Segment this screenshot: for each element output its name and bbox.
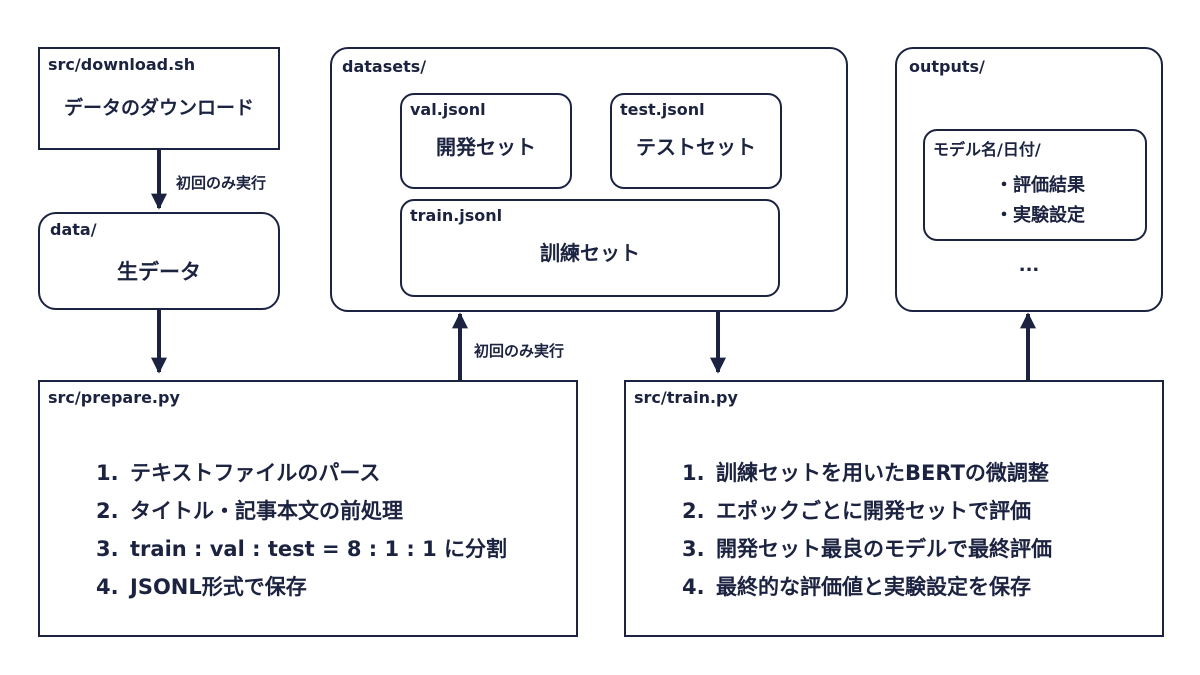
prepare-step-text: テキストファイルのパース xyxy=(130,461,381,485)
outputs-dir-path: outputs/ xyxy=(909,57,985,76)
prepare-step-text: JSONL形式で保存 xyxy=(130,575,307,599)
prepare-step-text: タイトル・記事本文の前処理 xyxy=(130,499,403,523)
model-date-dir-box: モデル名/日付/ ・評価結果 ・実験設定 xyxy=(923,129,1147,241)
model-date-dir-path: モデル名/日付/ xyxy=(933,140,1041,159)
val-jsonl-text: 開発セット xyxy=(436,135,536,159)
train-step-text: 開発セット最良のモデルで最終評価 xyxy=(716,537,1052,561)
train-step-number: 4. xyxy=(682,575,705,599)
datasets-dir-path: datasets/ xyxy=(342,57,427,76)
train-step-number: 2. xyxy=(682,499,705,523)
data-dir-path: data/ xyxy=(50,220,97,239)
prepare-step-number: 3. xyxy=(96,537,119,561)
arrow-label-first-run-prepare: 初回のみ実行 xyxy=(474,342,565,360)
prepare-step-text: train : val : test = 8 : 1 : 1 に分割 xyxy=(130,537,508,561)
output-item-experiment-config: ・実験設定 xyxy=(995,205,1085,226)
outputs-dir-box: outputs/ モデル名/日付/ ・評価結果 ・実験設定 ... xyxy=(895,47,1163,312)
train-script-path: src/train.py xyxy=(634,388,738,407)
prepare-script-path: src/prepare.py xyxy=(48,388,180,407)
outputs-ellipsis: ... xyxy=(1018,255,1040,276)
test-jsonl-box: test.jsonl テストセット xyxy=(610,93,782,189)
prepare-step-number: 4. xyxy=(96,575,119,599)
data-dir-box: data/ 生データ xyxy=(38,212,280,310)
train-step-text: エポックごとに開発セットで評価 xyxy=(716,499,1031,523)
test-jsonl-path: test.jsonl xyxy=(620,100,705,119)
download-script-text: データのダウンロード xyxy=(63,97,254,119)
train-step-number: 3. xyxy=(682,537,705,561)
train-jsonl-text: 訓練セット xyxy=(540,241,640,265)
train-jsonl-path: train.jsonl xyxy=(410,206,503,225)
train-jsonl-box: train.jsonl 訓練セット xyxy=(400,199,780,297)
train-step-text: 最終的な評価値と実験設定を保存 xyxy=(716,575,1031,599)
prepare-steps-list: 1. テキストファイルのパース 2. タイトル・記事本文の前処理 3. train :… xyxy=(96,454,507,606)
train-steps-list: 1. 訓練セットを用いたBERTの微調整 2. エポックごとに開発セットで評価 3.… xyxy=(682,454,1052,606)
prepare-step: 1. テキストファイルのパース xyxy=(96,454,507,492)
train-step-text: 訓練セットを用いたBERTの微調整 xyxy=(716,461,1049,485)
datasets-dir-box: datasets/ val.jsonl 開発セット test.jsonl テスト… xyxy=(330,47,848,312)
prepare-step: 3. train : val : test = 8 : 1 : 1 に分割 xyxy=(96,530,507,568)
download-script-path: src/download.sh xyxy=(48,55,196,74)
train-step-number: 1. xyxy=(682,461,705,485)
prepare-script-box: src/prepare.py 1. テキストファイルのパース 2. タイトル・記事本… xyxy=(38,380,578,637)
prepare-step: 2. タイトル・記事本文の前処理 xyxy=(96,492,507,530)
download-script-box: src/download.sh データのダウンロード xyxy=(38,47,280,150)
data-dir-text: 生データ xyxy=(117,260,201,284)
train-step: 4. 最終的な評価値と実験設定を保存 xyxy=(682,568,1052,606)
train-step: 2. エポックごとに開発セットで評価 xyxy=(682,492,1052,530)
val-jsonl-box: val.jsonl 開発セット xyxy=(400,93,572,189)
prepare-step: 4. JSONL形式で保存 xyxy=(96,568,507,606)
arrow-label-first-run-download: 初回のみ実行 xyxy=(176,174,267,192)
output-files-list: ・評価結果 ・実験設定 xyxy=(995,171,1085,231)
prepare-step-number: 1. xyxy=(96,461,119,485)
val-jsonl-path: val.jsonl xyxy=(410,100,486,119)
prepare-step-number: 2. xyxy=(96,499,119,523)
train-script-box: src/train.py 1. 訓練セットを用いたBERTの微調整 2. エポックご… xyxy=(624,380,1164,637)
test-jsonl-text: テストセット xyxy=(636,135,756,159)
output-item-eval-results: ・評価結果 xyxy=(995,175,1085,196)
train-step: 1. 訓練セットを用いたBERTの微調整 xyxy=(682,454,1052,492)
train-step: 3. 開発セット最良のモデルで最終評価 xyxy=(682,530,1052,568)
